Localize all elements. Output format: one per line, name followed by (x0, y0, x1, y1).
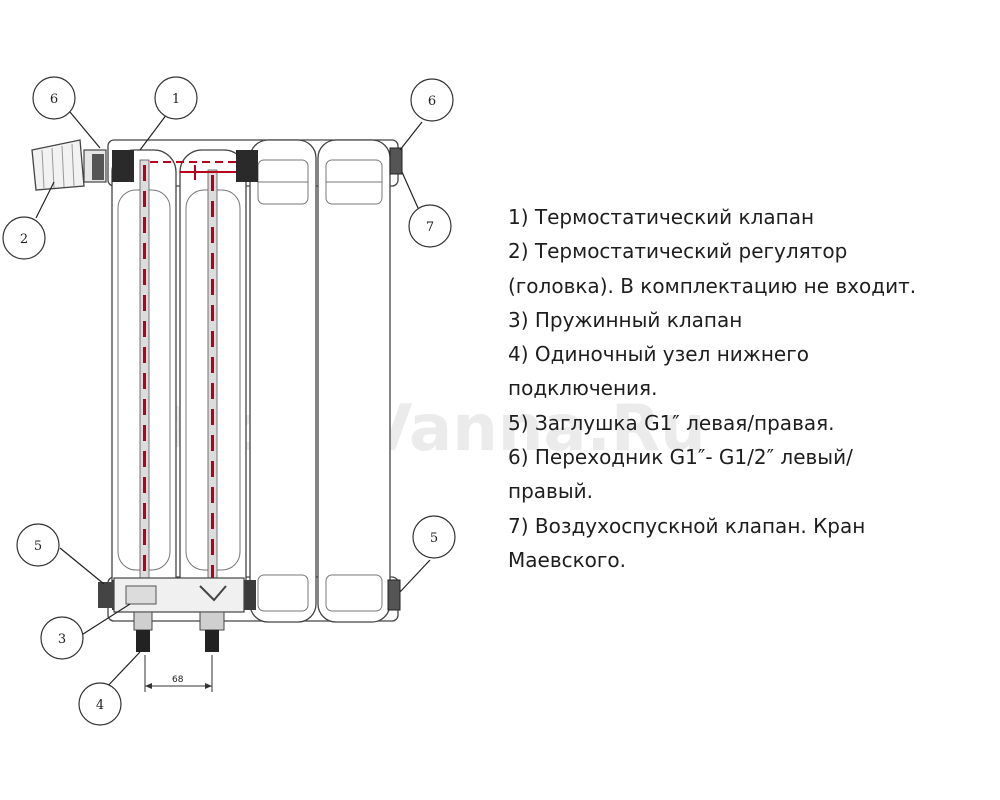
callout-1: 1 (154, 76, 198, 120)
callout-5-right: 5 (412, 515, 456, 559)
callout-6-right-label: 6 (428, 94, 436, 109)
legend: 1) Термостатический клапан 2) Термостати… (508, 200, 998, 577)
callout-7-label: 7 (426, 220, 434, 235)
radiator-section-3 (249, 139, 317, 623)
callout-6-left: 6 (32, 76, 76, 120)
legend-line-2: 2) Термостатический регулятор (508, 239, 848, 264)
callout-4: 4 (78, 682, 122, 726)
bottom-connection-unit (98, 577, 245, 652)
legend-line-1: 1) Термостатический клапан (508, 205, 815, 229)
radiator-section-4 (317, 139, 391, 623)
legend-line-6: подключения. (508, 376, 658, 401)
radiator-sections (107, 139, 399, 623)
callout-5-right-label: 5 (430, 531, 438, 546)
legend-line-5: 4) Одиночный узел нижнего (508, 342, 809, 367)
callout-6-left-label: 6 (50, 92, 58, 107)
thermostatic-head (31, 139, 107, 191)
callout-1-label: 1 (172, 92, 180, 107)
legend-line-9: правый. (508, 479, 593, 504)
legend-line-3: (головка). В комплектацию не входит. (508, 273, 917, 298)
callout-2: 2 (2, 216, 46, 260)
legend-line-8: 6) Переходник G1″- G1/2″ левый/ (508, 445, 853, 470)
callout-5-left-label: 5 (34, 539, 42, 554)
dimension-label: 68 (172, 675, 184, 685)
callout-3-label: 3 (58, 632, 66, 647)
legend-line-11: Маевского. (508, 547, 627, 572)
legend-line-7: 5) Заглушка G1″ левая/правая. (508, 410, 835, 435)
legend-line-10: 7) Воздухоспускной клапан. Кран (508, 513, 866, 538)
callout-4-label: 4 (96, 698, 104, 713)
dimension-line: 68 (144, 655, 213, 692)
callout-5-left: 5 (16, 523, 60, 567)
right-top-adapter (389, 147, 403, 175)
callout-6-right: 6 (410, 78, 454, 122)
callout-2-label: 2 (20, 232, 28, 247)
callout-3: 3 (40, 616, 84, 660)
right-bottom-plug (387, 579, 401, 611)
callout-7: 7 (408, 204, 452, 248)
legend-line-4: 3) Пружинный клапан (508, 307, 743, 332)
leader-lines (35, 109, 431, 691)
